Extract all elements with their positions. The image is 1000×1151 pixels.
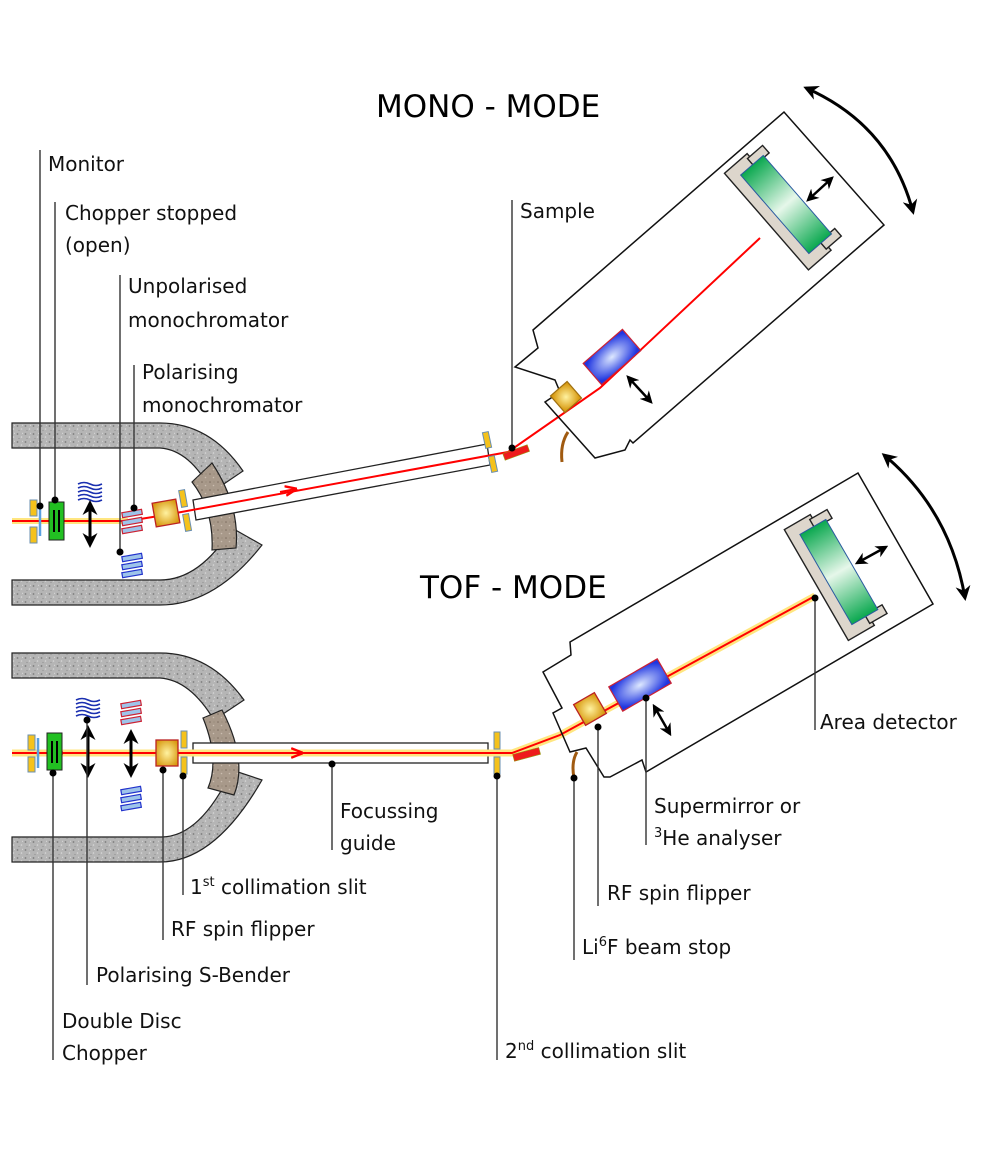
tof-area-detector [799,518,879,626]
label-chopper: Chopper [62,1041,148,1065]
label-rf-spin-flipper-right: RF spin flipper [607,881,751,905]
mono-mode-title: MONO - MODE [376,89,600,125]
mono-mode: MONO - MODE [11,85,918,606]
label-area-detector: Area detector [820,710,958,734]
tof-detector-move-arrow [854,545,889,565]
label-double-disc: Double Disc [62,1009,182,1033]
tof-shield-top [11,652,245,721]
mono-detector-bank [513,85,918,463]
label-beam-stop: Li6F beam stop [582,935,731,959]
label-focussing: Focussing [340,799,438,823]
label-chopper-open: (open) [65,233,131,257]
tof-rf-flipper [155,739,179,767]
mono-sbender-icon [77,481,103,503]
tof-rotation-arrow [881,453,971,601]
label-slit2: 2nd collimation slit [505,1039,686,1063]
mono-analyser-flipper [549,380,583,414]
tof-analyser-move-arrow [652,703,672,737]
mono-slit1-top [178,489,189,508]
tof-slit2-bottom [493,756,501,775]
mono-shield-top [11,422,244,493]
tof-slit1-top [180,730,188,749]
mono-analyser-move-arrow [626,375,653,404]
mono-slit2-bottom [487,454,499,474]
mono-shield-bottom [11,527,263,606]
label-polarising: Polarising [142,360,239,384]
mono-unpol-monochromator [121,552,144,579]
mono-guide-arrow [279,489,296,492]
tof-sample [512,747,541,762]
tof-slit1-bottom [180,756,188,775]
label-sbender: Polarising S-Bender [96,963,291,987]
tof-mode-title: TOF - MODE [419,570,607,606]
label-rf-spin-flipper-left: RF spin flipper [171,917,315,941]
label-polarising-mono: monochromator [142,393,303,417]
mono-monitor-slit-bottom [29,526,38,544]
mono-monitor-slit-top [29,499,38,517]
tof-sbender-icon [75,697,101,719]
tof-double-disc-chopper [46,732,63,771]
mono-rotation-arrow [803,85,918,215]
tof-monitor-slit-top [27,734,36,751]
tof-beam [12,592,817,757]
tof-unpol-monochromator [120,785,143,812]
mono-detector-move-arrow [806,176,834,202]
mono-rf-flipper [151,498,181,528]
label-he-analyser: 3He analyser [654,826,782,850]
mono-slit1-bottom [182,513,193,532]
tof-shield-bottom [11,769,263,863]
tof-mode: TOF - MODE [11,453,971,1065]
label-unpolarised: Unpolarised [128,274,247,298]
mono-pol-monochromator [121,508,144,535]
label-guide: guide [340,831,396,855]
mono-detector [739,154,833,255]
label-unpolarised-mono: monochromator [128,308,289,332]
label-slit1: 1st collimation slit [190,875,367,899]
tof-analyser-flipper [572,691,608,727]
label-sample: Sample [520,199,595,223]
mono-slit2-top [481,430,493,450]
tof-beamstop [571,751,579,779]
mono-beamstop [560,431,570,463]
label-monitor: Monitor [48,152,125,176]
mono-analyser [582,328,642,386]
tof-slit2-top [493,731,501,750]
tof-detector-bank [542,453,971,779]
label-supermirror: Supermirror or [654,794,801,818]
tof-pol-monochromator [120,699,143,726]
label-chopper-stopped: Chopper stopped [65,201,237,225]
mono-chopper [48,501,65,541]
tof-monitor-slit-bottom [27,756,36,773]
tof-analyser [607,658,673,712]
